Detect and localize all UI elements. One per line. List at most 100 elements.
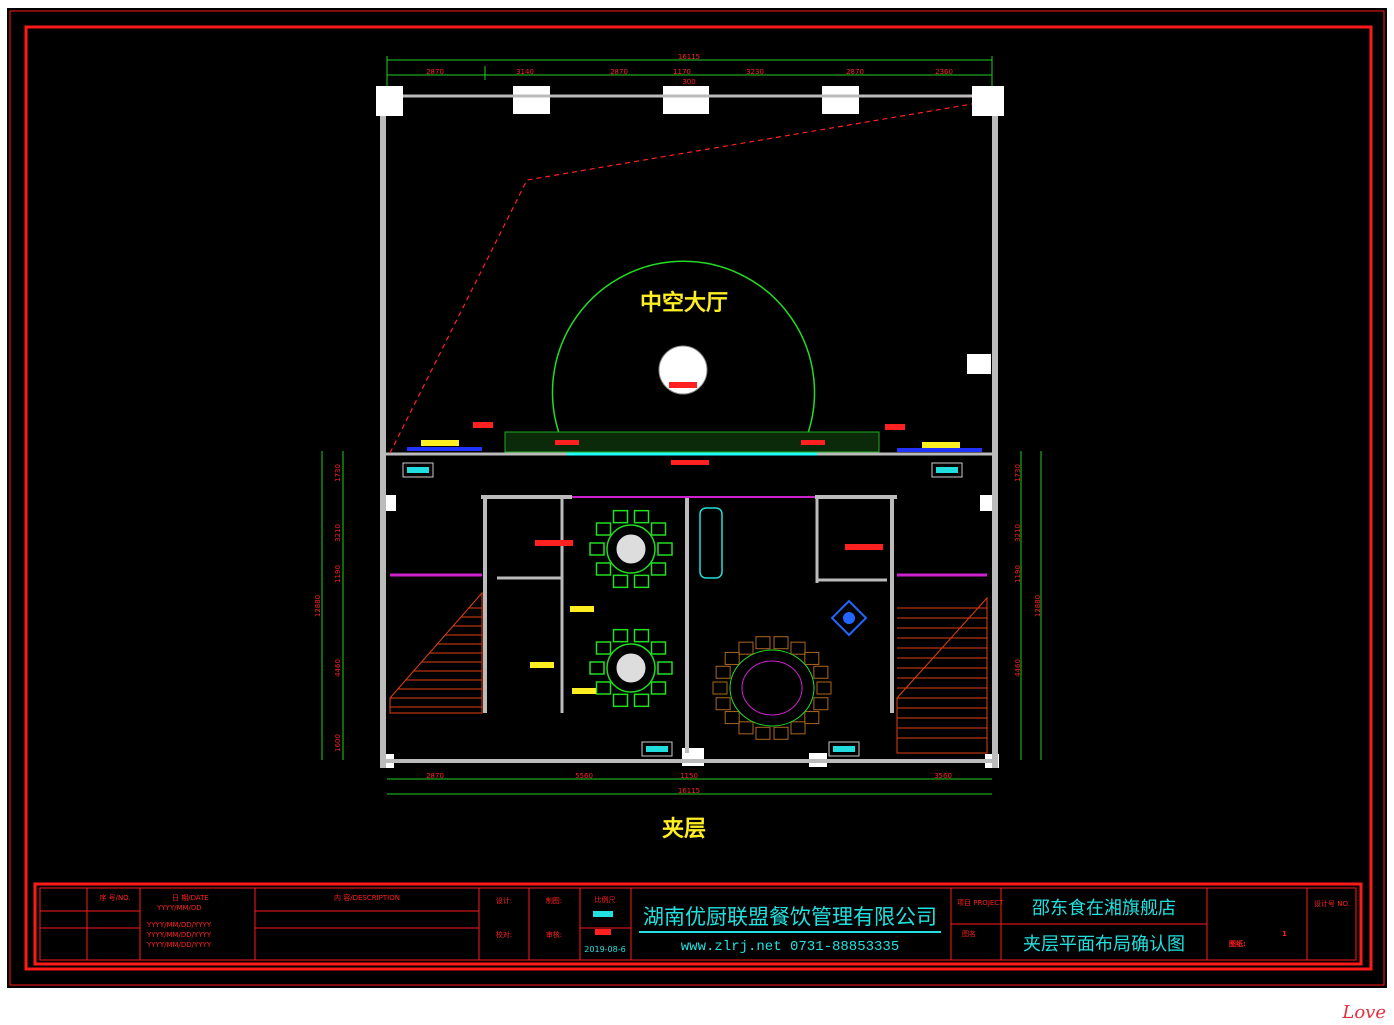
date-line: YYYY/MM/DD/YYYY [146, 941, 212, 949]
title-label: 图名 [962, 929, 976, 938]
col-date-header: 日 期/DATE [172, 894, 209, 902]
title-block [33, 882, 1363, 966]
dim-top-label: 3230 [746, 68, 764, 76]
planter-railing [504, 431, 880, 453]
atrium-circle [551, 260, 816, 437]
chair [650, 562, 667, 576]
dim-left-total: 12880 [314, 595, 322, 617]
dim-bottom-label: 2870 [426, 772, 444, 780]
chair [755, 726, 771, 740]
chair [657, 542, 673, 556]
col-description-header: 内 容/DESCRIPTION [334, 893, 400, 902]
date-line: YYYY/MM/DD/YYYY [146, 931, 212, 939]
company-contact: www.zlrj.net 0731-88853335 [681, 939, 899, 955]
chair [773, 636, 789, 650]
drawing-title: 夹层平面布局确认图 [1023, 934, 1185, 955]
chair [633, 693, 650, 708]
chair [612, 509, 629, 524]
chair [773, 726, 789, 740]
chair [612, 574, 629, 589]
dim-left-label: 4460 [334, 659, 342, 677]
large-round-table [712, 636, 832, 740]
project-label: 项目 PROJECT [957, 899, 1004, 907]
sheet-label: 图纸: [1229, 939, 1246, 948]
marker [572, 688, 596, 694]
marker [570, 606, 594, 612]
sheet-number: 1 [1282, 930, 1287, 938]
chair [589, 661, 605, 675]
designer-label: 设计: [496, 896, 512, 905]
chair [715, 665, 731, 679]
furniture [402, 462, 963, 757]
stairs [389, 591, 988, 754]
chair [790, 721, 806, 735]
stair-treads [390, 607, 987, 739]
chair [724, 711, 740, 725]
chair [595, 681, 612, 695]
wall-marker [845, 544, 883, 550]
drawing-date: 2019-08-6 [584, 945, 625, 954]
scale-label: 比例尺 [595, 895, 616, 904]
top-dimensions [386, 56, 993, 88]
dim-bottom-total: 16115 [678, 787, 700, 795]
dim-top-label: 2870 [426, 68, 444, 76]
dim-top-total: 16115 [678, 53, 700, 61]
side-dimensions [321, 451, 1042, 795]
dim-right-label: 1730 [1014, 464, 1022, 482]
watermark-love: Love [1342, 1002, 1386, 1023]
chair [804, 651, 820, 665]
chair [804, 711, 820, 725]
dim-left-label: 1190 [334, 565, 342, 583]
reviewer-label: 审核: [546, 930, 562, 939]
project-name: 邵东食在湘旗舰店 [1032, 898, 1176, 919]
dim-top-label: 3140 [516, 68, 534, 76]
dim-right-label: 4460 [1014, 659, 1022, 677]
col-no-header: 序 号/NO. [99, 893, 130, 902]
wall-marker [535, 540, 573, 546]
outer-frame [9, 10, 1385, 986]
date-line: YYYY/MM/DD/YYYY [146, 921, 212, 929]
checker-label: 校对: [496, 930, 512, 939]
drafter-label: 制图: [546, 896, 562, 905]
dimension-labels: 1730321011904460160012880173032101190446… [314, 464, 1042, 795]
floor-label: 夹层 [662, 817, 706, 842]
chair [589, 542, 605, 556]
company-name: 湖南优厨联盟餐饮管理有限公司 [643, 905, 937, 929]
chair [633, 509, 650, 524]
dim-top-label: 2870 [610, 68, 628, 76]
dim-right-total: 12880 [1034, 595, 1042, 617]
sofa [699, 507, 723, 579]
dim-right-label: 1190 [1014, 565, 1022, 583]
design-no-label: 设计号 NO. [1314, 899, 1350, 908]
chair [724, 651, 740, 665]
columns [376, 86, 1004, 768]
chair [633, 574, 650, 589]
chair [738, 641, 754, 655]
dim-top-label: 2870 [846, 68, 864, 76]
round-dining-table [589, 628, 673, 708]
chair [612, 693, 629, 708]
chair [755, 636, 771, 650]
cabinet [828, 741, 860, 757]
drawing-border [24, 25, 1373, 971]
chair [813, 697, 829, 711]
dim-right-label: 3210 [1014, 524, 1022, 542]
dim-top-label: 2360 [935, 68, 953, 76]
chair [715, 697, 731, 711]
chair [738, 721, 754, 735]
cabinet [931, 462, 963, 478]
cabinet [402, 462, 434, 478]
dim-left-label: 1600 [334, 734, 342, 752]
dim-bottom-label: 1150 [680, 772, 698, 780]
dim-left-label: 3210 [334, 524, 342, 542]
chair [595, 562, 612, 576]
chair [657, 661, 673, 675]
chair [813, 665, 829, 679]
cabinet [641, 741, 673, 757]
chair [633, 628, 650, 643]
chair [816, 681, 832, 695]
chair [790, 641, 806, 655]
